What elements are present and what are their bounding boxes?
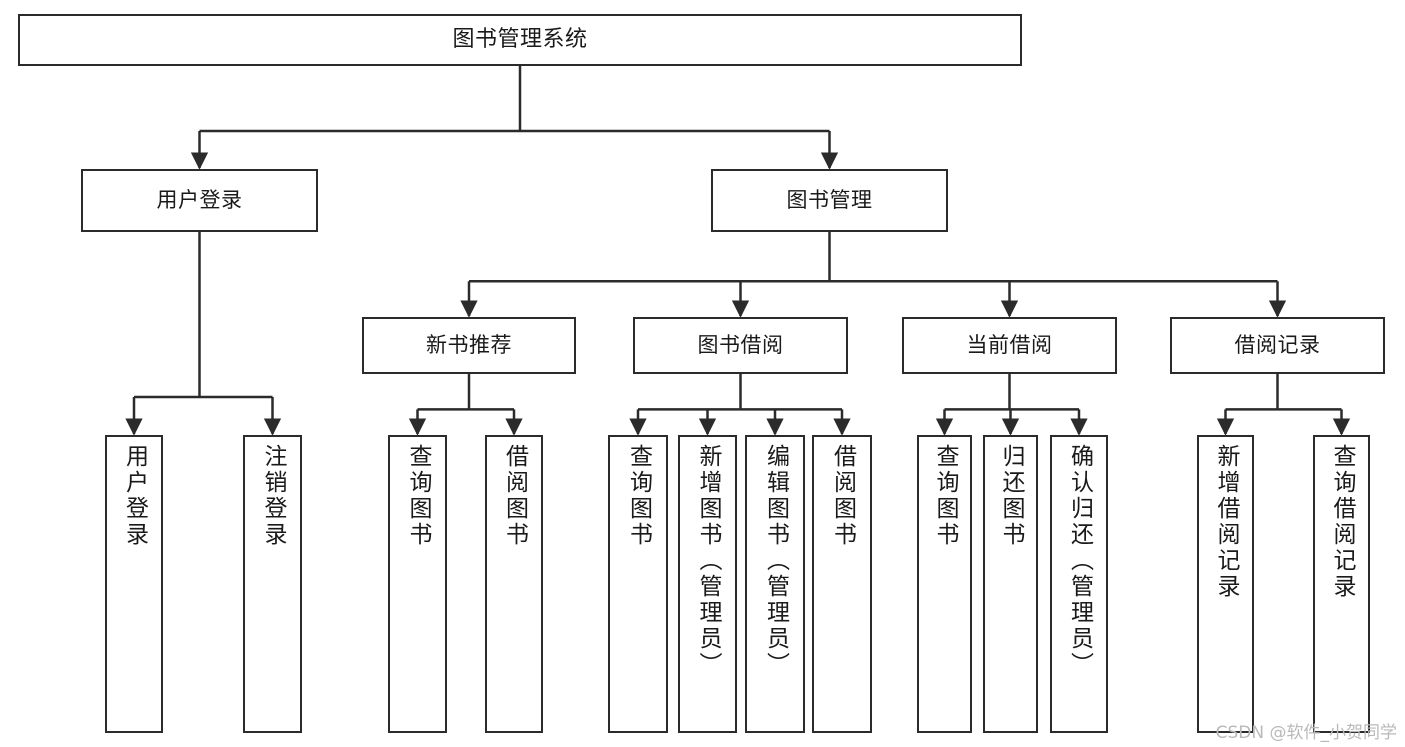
node-label: 编辑图书（管理员） xyxy=(762,444,789,678)
node-label: 查询图书 xyxy=(405,444,431,548)
node-current-borrow[interactable]: 当前借阅 xyxy=(902,317,1117,374)
node-label: 确认归还（管理员） xyxy=(1066,444,1093,678)
node-leaf-query-book-1[interactable]: 查询图书 xyxy=(388,435,447,733)
node-book-borrow[interactable]: 图书借阅 xyxy=(633,317,848,374)
node-label: 用户登录 xyxy=(156,187,243,212)
node-leaf-user-logout[interactable]: 注销登录 xyxy=(243,435,302,733)
node-label: 查询图书 xyxy=(932,444,958,548)
node-leaf-query-book-3[interactable]: 查询图书 xyxy=(917,435,972,733)
node-leaf-query-record[interactable]: 查询借阅记录 xyxy=(1313,435,1370,733)
node-label: 图书管理系统 xyxy=(452,27,588,53)
node-label: 注销登录 xyxy=(260,444,286,548)
node-new-book-rec[interactable]: 新书推荐 xyxy=(362,317,576,374)
node-book-manage[interactable]: 图书管理 xyxy=(711,169,948,232)
node-label: 查询借阅记录 xyxy=(1329,444,1355,600)
node-label: 新书推荐 xyxy=(426,332,512,357)
node-label: 新增图书（管理员） xyxy=(695,444,721,678)
node-leaf-add-record[interactable]: 新增借阅记录 xyxy=(1197,435,1254,733)
node-label: 新增借阅记录 xyxy=(1213,444,1239,600)
node-label: 用户登录 xyxy=(121,444,148,548)
node-label: 借阅记录 xyxy=(1234,332,1321,357)
node-label: 查询图书 xyxy=(625,444,652,548)
node-label: 当前借阅 xyxy=(966,332,1053,357)
node-leaf-query-book-2[interactable]: 查询图书 xyxy=(608,435,668,733)
node-borrow-record[interactable]: 借阅记录 xyxy=(1170,317,1385,374)
node-leaf-borrow-book-2[interactable]: 借阅图书 xyxy=(812,435,872,733)
node-leaf-return-book[interactable]: 归还图书 xyxy=(983,435,1038,733)
node-user-login[interactable]: 用户登录 xyxy=(81,169,318,232)
node-leaf-add-book[interactable]: 新增图书（管理员） xyxy=(678,435,737,733)
node-root[interactable]: 图书管理系统 xyxy=(18,14,1022,66)
node-label: 借阅图书 xyxy=(829,444,856,548)
node-label: 归还图书 xyxy=(998,444,1024,548)
watermark-text: CSDN @软件_小贺同学 xyxy=(1215,723,1397,743)
node-leaf-confirm-return[interactable]: 确认归还（管理员） xyxy=(1050,435,1108,733)
node-label: 图书借阅 xyxy=(697,332,784,357)
node-leaf-user-login[interactable]: 用户登录 xyxy=(105,435,163,733)
node-leaf-edit-book[interactable]: 编辑图书（管理员） xyxy=(745,435,805,733)
node-leaf-borrow-book-1[interactable]: 借阅图书 xyxy=(485,435,543,733)
node-label: 借阅图书 xyxy=(501,444,528,548)
node-label: 图书管理 xyxy=(786,187,873,212)
